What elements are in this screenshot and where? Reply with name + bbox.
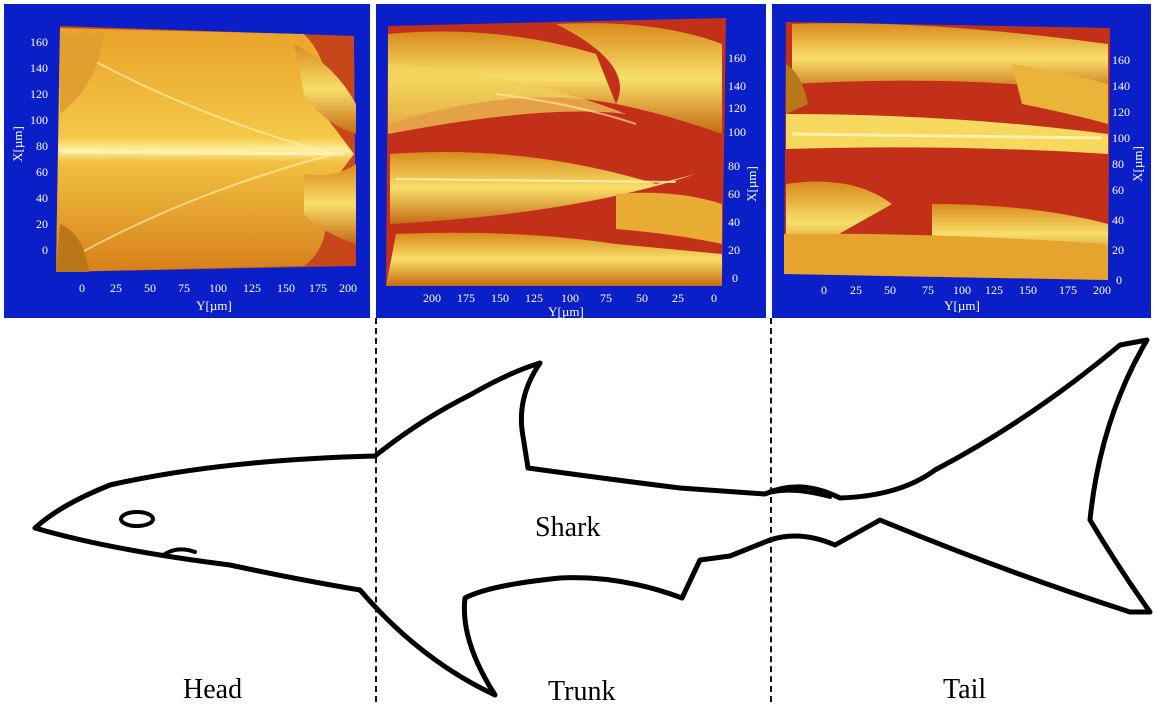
surface-scan-image [56, 26, 356, 272]
tick-label: 100 [1112, 131, 1130, 145]
tick-label: 175 [1059, 283, 1077, 297]
surface-scan-image [386, 18, 726, 286]
tick-label: 125 [243, 281, 261, 295]
x-axis-label: X[µm] [744, 166, 759, 202]
tick-label: 50 [144, 281, 156, 295]
tick-label: 200 [339, 281, 357, 295]
tick-label: 80 [36, 139, 48, 153]
tick-label: 50 [884, 283, 896, 297]
x-axis-ticks: 160 140 120 100 80 60 40 20 0 [30, 35, 48, 257]
tick-label: 25 [850, 283, 862, 297]
y-axis-ticks: 200 175 150 125 100 75 50 25 0 [423, 291, 717, 305]
trunk-label: Trunk [548, 676, 615, 708]
tick-label: 120 [30, 87, 48, 101]
tick-label: 140 [728, 79, 746, 93]
tick-label: 0 [79, 281, 85, 295]
tick-label: 160 [728, 51, 746, 65]
tick-label: 125 [525, 291, 543, 305]
shark-label: Shark [535, 512, 600, 544]
tick-label: 100 [209, 281, 227, 295]
y-axis-label: Y[µm] [944, 298, 980, 313]
tick-label: 50 [636, 291, 648, 305]
tick-label: 100 [30, 113, 48, 127]
tick-label: 150 [1019, 283, 1037, 297]
tail-surface-panel: 160 140 120 100 80 60 40 20 0 X[µm] 0 25… [772, 4, 1151, 318]
tick-label: 0 [1116, 273, 1122, 287]
tick-label: 100 [728, 125, 746, 139]
x-axis-ticks: 160 140 120 100 80 60 40 20 0 [1112, 53, 1130, 287]
shark-eye-icon [121, 512, 153, 526]
tick-label: 0 [821, 283, 827, 297]
tick-label: 200 [423, 291, 441, 305]
tick-label: 160 [30, 35, 48, 49]
tick-label: 80 [728, 159, 740, 173]
tick-label: 100 [953, 283, 971, 297]
y-axis-ticks: 0 25 50 75 100 125 150 175 200 [79, 281, 357, 295]
tick-label: 20 [36, 217, 48, 231]
tick-label: 175 [309, 281, 327, 295]
head-label: Head [183, 674, 242, 706]
tick-label: 120 [1112, 105, 1130, 119]
tick-label: 75 [922, 283, 934, 297]
y-axis-ticks: 0 25 50 75 100 125 150 175 200 [821, 283, 1111, 297]
trunk-surface-panel: 160 140 120 100 80 60 40 20 0 X[µm] 200 … [376, 4, 766, 318]
tick-label: 125 [985, 283, 1003, 297]
trunk-tail-divider [770, 318, 772, 702]
tick-label: 140 [30, 61, 48, 75]
tick-label: 100 [561, 291, 579, 305]
head-surface-panel: 160 140 120 100 80 60 40 20 0 X[µm] 0 25… [4, 4, 370, 318]
tick-label: 75 [600, 291, 612, 305]
tick-label: 0 [732, 271, 738, 285]
tick-label: 20 [728, 243, 740, 257]
y-axis-label: Y[µm] [196, 298, 232, 313]
tick-label: 80 [1112, 157, 1124, 171]
tick-label: 25 [672, 291, 684, 305]
tail-label: Tail [943, 674, 986, 706]
tick-label: 60 [36, 165, 48, 179]
y-axis-label: Y[µm] [548, 304, 584, 318]
tick-label: 120 [728, 101, 746, 115]
tick-label: 160 [1112, 53, 1130, 67]
x-axis-label: X[µm] [10, 126, 25, 162]
tick-label: 150 [277, 281, 295, 295]
shark-gill-line [165, 549, 195, 554]
tick-label: 40 [36, 191, 48, 205]
tick-label: 40 [1112, 213, 1124, 227]
tick-label: 175 [457, 291, 475, 305]
tick-label: 75 [178, 281, 190, 295]
tick-label: 25 [110, 281, 122, 295]
tick-label: 0 [711, 291, 717, 305]
x-axis-label: X[µm] [1130, 146, 1145, 182]
tick-label: 200 [1093, 283, 1111, 297]
tick-label: 0 [42, 243, 48, 257]
tick-label: 60 [1112, 183, 1124, 197]
head-trunk-divider [375, 318, 377, 702]
tick-label: 20 [1112, 243, 1124, 257]
surface-scan-image [784, 22, 1110, 280]
tick-label: 60 [728, 187, 740, 201]
tick-label: 150 [491, 291, 509, 305]
tick-label: 140 [1112, 79, 1130, 93]
tick-label: 40 [728, 215, 740, 229]
